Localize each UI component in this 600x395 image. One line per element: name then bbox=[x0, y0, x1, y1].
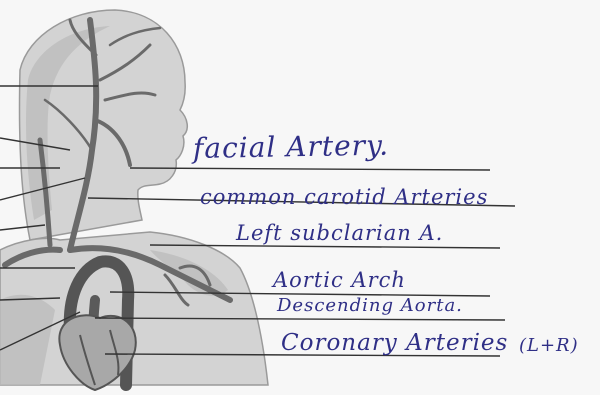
label-coronary-side: (L+R) bbox=[519, 335, 579, 356]
label-coronary-arteries: Coronary Arteries bbox=[281, 330, 508, 356]
leader-facial bbox=[130, 168, 490, 170]
label-left-subclavian: Left subclarian A. bbox=[236, 221, 443, 245]
label-aortic-arch: Aortic Arch bbox=[273, 268, 406, 292]
label-descending-aorta: Descending Aorta. bbox=[277, 295, 463, 316]
label-facial-artery: facial Artery. bbox=[193, 129, 390, 165]
label-common-carotid-arteries: common carotid Arteries bbox=[200, 185, 488, 209]
